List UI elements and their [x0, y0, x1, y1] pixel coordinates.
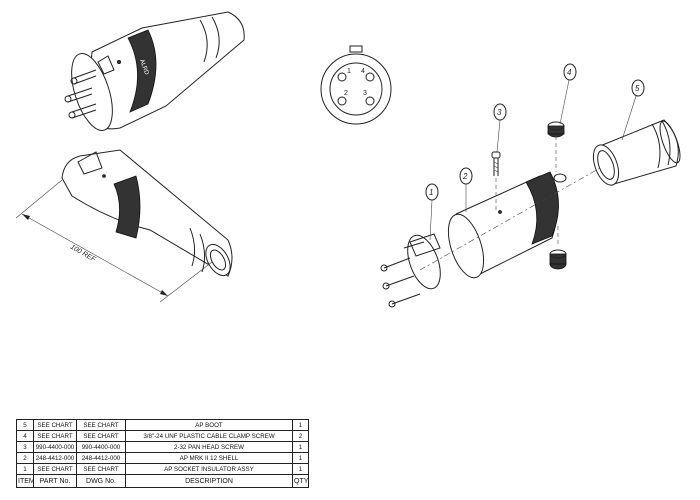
pan-head-screw-part — [491, 151, 501, 176]
pin-label: 4 — [361, 68, 365, 75]
bom-header-cell: QTY — [292, 474, 309, 488]
bom-cell: AP SOCKET INSULATOR ASSY — [125, 463, 293, 475]
bom-cell: 1 — [16, 463, 34, 475]
pin-label: 1 — [347, 68, 351, 75]
item-balloon-3: 3 — [493, 103, 507, 153]
bom-cell: 248-4412-000 — [76, 452, 126, 464]
bom-cell: SEE CHART — [33, 419, 77, 431]
bom-cell: 990-4400-000 — [33, 441, 77, 453]
svg-text:4: 4 — [567, 68, 572, 77]
shell-part — [447, 171, 567, 279]
bom-header-cell: PART No. — [33, 474, 77, 488]
item-balloon-2: 2 — [459, 167, 473, 212]
bom-cell: SEE CHART — [76, 419, 126, 431]
bom-cell: SEE CHART — [33, 430, 77, 442]
bom-cell: 990-4400-000 — [76, 441, 126, 453]
socket-insulator-part — [380, 233, 441, 308]
bom-cell: 5 — [16, 419, 34, 431]
bom-cell: 3/8"-24 UNF PLASTIC CABLE CLAMP SCREW — [125, 430, 293, 442]
svg-text:2: 2 — [462, 172, 468, 181]
bom-cell: SEE CHART — [33, 463, 77, 475]
bom-cell: SEE CHART — [76, 463, 126, 475]
bom-header-cell: ITEM — [16, 474, 34, 488]
clamp-screw-part — [547, 121, 565, 138]
bom-cell: 1 — [292, 463, 309, 475]
clamp-screw-part — [549, 249, 567, 270]
pin-group — [64, 69, 97, 119]
connector-view-pins: ALRD — [64, 11, 245, 131]
bom-cell: AP MRK II 12 SHELL — [125, 452, 293, 464]
dimension-line: 100 REF — [15, 179, 213, 303]
svg-text:5: 5 — [635, 84, 640, 93]
bom-cell: AP BOOT — [125, 419, 293, 431]
bom-cell: 1 — [292, 419, 309, 431]
svg-text:3: 3 — [497, 108, 502, 117]
bom-cell: 3 — [16, 441, 34, 453]
bom-cell: 1 — [292, 441, 309, 453]
bom-header-cell: DWG No. — [76, 474, 126, 488]
item-balloon-5: 5 — [621, 79, 645, 141]
boot-part — [592, 119, 681, 186]
svg-text:1: 1 — [429, 188, 433, 197]
connector-end-view: 1 4 2 3 — [320, 45, 392, 125]
bom-cell: 1 — [292, 452, 309, 464]
assembly-centerlines — [419, 136, 601, 271]
bom-cell: 2-32 PAN HEAD SCREW — [125, 441, 293, 453]
bom-cell: 2 — [16, 452, 34, 464]
bom-cell: 2 — [292, 430, 309, 442]
bom-header-cell: DESCRIPTION — [125, 474, 293, 488]
item-balloon-1: 1 — [425, 183, 439, 241]
pin-label: 3 — [363, 90, 367, 97]
pin-label: 2 — [344, 90, 348, 97]
bom-cell: SEE CHART — [76, 430, 126, 442]
bom-cell: 248-4412-000 — [33, 452, 77, 464]
item-balloon-4: 4 — [559, 63, 577, 125]
connector-view-side — [61, 149, 233, 277]
brand-mark: ALRD — [138, 59, 149, 77]
bom-cell: 4 — [16, 430, 34, 442]
